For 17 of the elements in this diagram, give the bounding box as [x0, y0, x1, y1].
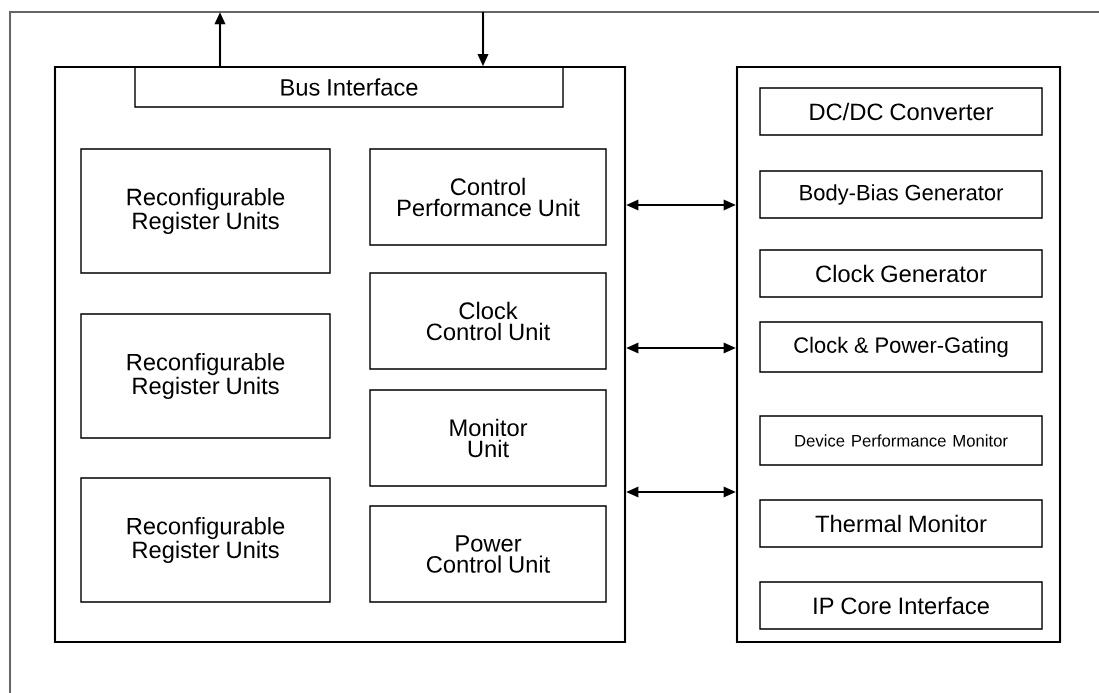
unit-box: Control Performance Unit	[369, 148, 607, 246]
unit-box: Monitor Unit	[369, 389, 607, 487]
unit-box: Clock Control Unit	[369, 272, 607, 370]
unit-box: Device Performance Monitor	[759, 415, 1043, 466]
unit-box: Clock & Power-Gating	[759, 321, 1043, 373]
unit-box: Body-Bias Generator	[759, 170, 1043, 219]
container-box	[735, 65, 1062, 644]
unit-box: Reconfigurable Register Units	[80, 148, 331, 274]
unit-box: IP Core Interface	[759, 581, 1043, 630]
unit-box: Thermal Monitor	[759, 499, 1043, 548]
container-box	[53, 65, 627, 644]
unit-box: Clock Generator	[759, 249, 1043, 298]
bus-interface-box: Bus Interface	[134, 66, 564, 108]
unit-box: Power Control Unit	[369, 505, 607, 603]
unit-box: Reconfigurable Register Units	[80, 477, 331, 603]
unit-box: DC/DC Converter	[759, 87, 1043, 136]
unit-box: Reconfigurable Register Units	[80, 313, 331, 439]
